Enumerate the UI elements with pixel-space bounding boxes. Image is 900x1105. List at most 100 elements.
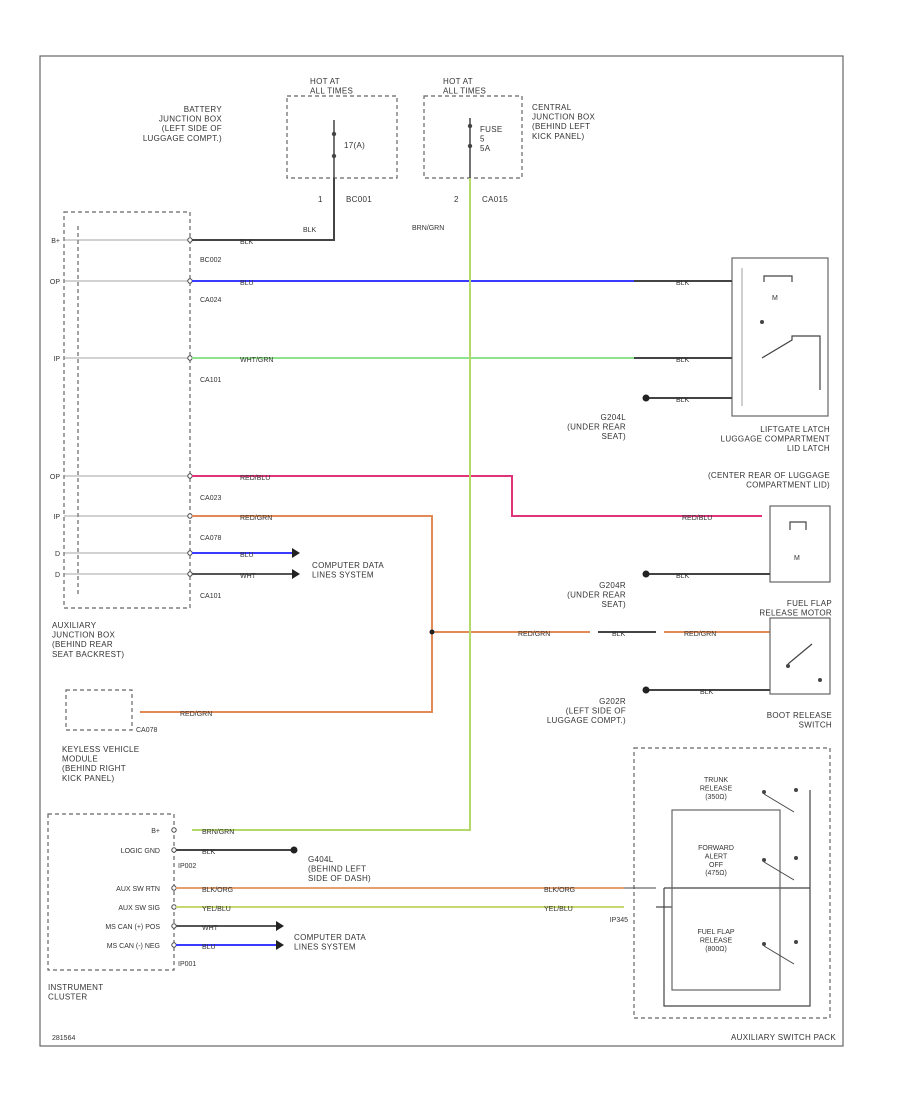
aux-pin-label: IP: [53, 356, 60, 363]
cluster-pin-terminal: [171, 904, 177, 910]
wire-label-brn-grn-2: BRN/GRN: [202, 829, 234, 836]
aux-switch-pack-name: AUXILIARY SWITCH PACK: [731, 1033, 836, 1042]
switch-pack-connector: IP345: [610, 917, 628, 924]
central-junction-box: [423, 95, 523, 179]
switch-blade: [763, 945, 795, 965]
aux-pin-label: B+: [51, 238, 60, 245]
aux-pin-label: D: [55, 551, 60, 558]
aux-pin-terminal: [187, 278, 193, 284]
auxiliary-junction-box: [63, 211, 191, 609]
wire-label-blk-latch-2: BLK: [676, 357, 690, 364]
wire-label-blk-latch-3: BLK: [676, 397, 690, 404]
liftgate-latch-box: [731, 257, 829, 417]
splice-point: [429, 629, 435, 635]
battery-pin-number: 1: [318, 195, 323, 204]
aux-connector-id: CA024: [200, 297, 222, 304]
cluster-pin-terminal: [171, 942, 177, 948]
diagram-frame: [39, 55, 844, 1047]
aux-pin-label: IP: [53, 514, 60, 521]
central-fuse-bottom: [467, 143, 473, 149]
aux-connector-id: CA101: [200, 377, 222, 384]
switch-contact: [762, 790, 766, 794]
aux-pin-terminal: [187, 237, 193, 243]
switch-contact: [794, 788, 798, 792]
cluster-connector-id: IP002: [178, 863, 196, 870]
aux-switch-pack-box: [633, 747, 831, 1019]
aux-connector-id: BC002: [200, 257, 222, 264]
wire-label-wht-can: WHT: [202, 925, 219, 932]
rear-latch-motor: [789, 521, 807, 530]
wire-label-red-blu: RED/BLU: [240, 475, 270, 482]
cluster-connector-id: IP001: [178, 961, 196, 968]
ground-g404l-symbol: [290, 846, 298, 854]
aux-connector-id: CA023: [200, 495, 222, 502]
aux-box-pins: B+OPIPOPIPDDBC002CA024CA101CA023CA078CA1…: [50, 237, 222, 600]
battery-connector-id: BC001: [346, 195, 372, 204]
battery-fuse-rating: 17(A): [344, 141, 365, 150]
aux-connector-id: CA101: [200, 593, 222, 600]
central-fuse-top: [467, 123, 473, 129]
wire-red-blu: [192, 475, 762, 517]
wire-label-brn-grn: BRN/GRN: [412, 225, 444, 232]
aux-pin-terminal: [187, 550, 193, 556]
switch-contact: [762, 942, 766, 946]
instrument-cluster-box: [47, 813, 175, 971]
wire-red-grn-keyless: [140, 515, 433, 713]
switch-blade: [763, 793, 795, 813]
cluster-pin-label: B+: [151, 828, 160, 835]
aux-pin-terminal: [187, 355, 193, 361]
wire-label-wht-grn: WHT/GRN: [240, 357, 273, 364]
wire-label-wht-data: WHT: [240, 573, 257, 580]
wire-label-red-grn-4: RED/GRN: [684, 631, 716, 638]
cluster-pin-terminal: [171, 885, 177, 891]
wire-label-blk-boot: BLK: [700, 689, 714, 696]
wire-brn-grn: [192, 178, 471, 831]
latch-motor-symbol: [763, 275, 793, 282]
wire-label-blk-fuel: BLK: [612, 631, 626, 638]
cluster-pin-terminal: [171, 923, 177, 929]
ground-g204l-symbol: [642, 394, 650, 402]
wire-label-red-grn-2: RED/GRN: [180, 711, 212, 718]
cluster-pin-label: MS CAN (-) NEG: [107, 943, 160, 950]
arrow-can-1: [276, 921, 284, 931]
aux-connector-id: CA078: [200, 535, 222, 542]
wire-label-blu-can: BLU: [202, 944, 216, 951]
latch-switch: [761, 335, 821, 390]
cluster-pin-label: AUX SW SIG: [118, 905, 160, 912]
wire-label-yel-blu: YEL/BLU: [202, 906, 231, 913]
wire-label-blk-2: BLK: [240, 239, 254, 246]
latch-contact: [760, 320, 764, 324]
wire-label-yel-blu-2: YEL/BLU: [544, 906, 573, 913]
aux-pin-label: D: [55, 572, 60, 579]
boot-switch-contact-2: [818, 678, 822, 682]
cluster-pin-terminal: [171, 827, 177, 833]
fuse-terminal-top: [331, 131, 337, 137]
switch-resistor-ladder: [671, 809, 781, 991]
wire-label-blk-org-2: BLK/ORG: [544, 887, 575, 894]
cluster-pin-label: AUX SW RTN: [116, 886, 160, 893]
fuel-flap-motor-box: [769, 617, 831, 695]
wire-label-blu-data: BLU: [240, 552, 254, 559]
figure-id: 281564: [52, 1035, 75, 1042]
arrow-data-2: [292, 569, 300, 579]
aux-pin-label: OP: [50, 279, 60, 286]
wire-label-red-grn: RED/GRN: [240, 515, 272, 522]
aux-pin-terminal: [187, 571, 193, 577]
rear-latch-motor-mark: M: [794, 555, 800, 562]
cluster-pin-label: LOGIC GND: [121, 848, 160, 855]
